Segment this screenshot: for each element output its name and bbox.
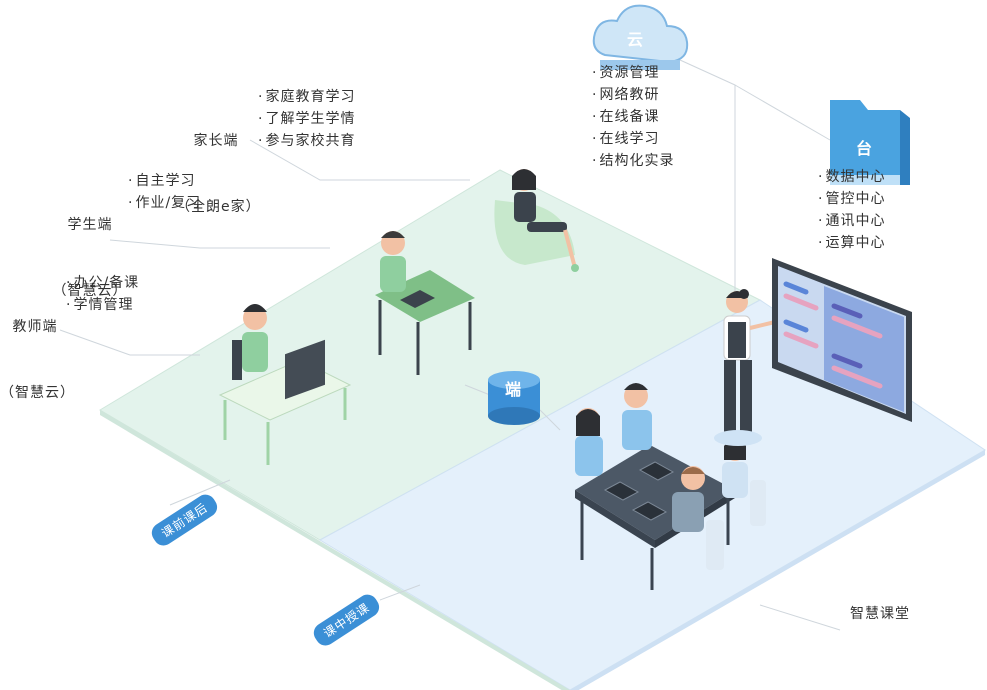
platform-item: 管控中心 bbox=[818, 188, 885, 210]
cloud-list: 资源管理 网络教研 在线备课 在线学习 结构化实录 bbox=[592, 62, 674, 172]
presenting-teacher-illustration bbox=[714, 289, 776, 446]
teacher-item: 学情管理 bbox=[66, 294, 139, 316]
parent-item: 了解学生学情 bbox=[258, 108, 355, 130]
classroom-table-illustration bbox=[575, 383, 766, 590]
cloud-item: 在线学习 bbox=[592, 128, 674, 150]
cloud-item: 在线备课 bbox=[592, 106, 674, 128]
parent-chair-illustration bbox=[494, 169, 579, 272]
parent-item: 家庭教育学习 bbox=[258, 86, 355, 108]
cloud-item: 网络教研 bbox=[592, 84, 674, 106]
platform-item: 数据中心 bbox=[818, 166, 885, 188]
parent-list: 家庭教育学习 了解学生学情 参与家校共育 bbox=[258, 86, 355, 152]
parent-item: 参与家校共育 bbox=[258, 130, 355, 152]
floor-edge-right bbox=[570, 450, 985, 690]
leader-lines bbox=[59, 59, 841, 631]
teacher-item: 办公/备课 bbox=[66, 272, 139, 294]
cloud-item: 资源管理 bbox=[592, 62, 674, 84]
student-desk-illustration bbox=[375, 231, 475, 375]
platform-item: 运算中心 bbox=[818, 232, 885, 254]
interactive-board-illustration bbox=[772, 258, 912, 422]
student-list: 自主学习 作业/复习 bbox=[128, 170, 201, 214]
platform-item: 通讯中心 bbox=[818, 210, 885, 232]
cloud-badge: 云 bbox=[627, 30, 644, 49]
teacher-desk-illustration bbox=[218, 304, 352, 465]
database-icon bbox=[488, 371, 540, 425]
student-item: 作业/复习 bbox=[128, 192, 201, 214]
teacher-name: 教师端 （智慧云） bbox=[0, 319, 75, 401]
cloud-item: 结构化实录 bbox=[592, 150, 674, 172]
student-item: 自主学习 bbox=[128, 170, 201, 192]
terminal-badge: 端 bbox=[505, 380, 522, 399]
platform-badge: 台 bbox=[856, 139, 873, 158]
zone-smart-classroom: 智慧课堂 bbox=[850, 606, 910, 622]
platform-list: 数据中心 管控中心 通讯中心 运算中心 bbox=[818, 166, 885, 254]
teacher-list: 办公/备课 学情管理 bbox=[66, 272, 139, 316]
floor-edge bbox=[100, 410, 570, 690]
